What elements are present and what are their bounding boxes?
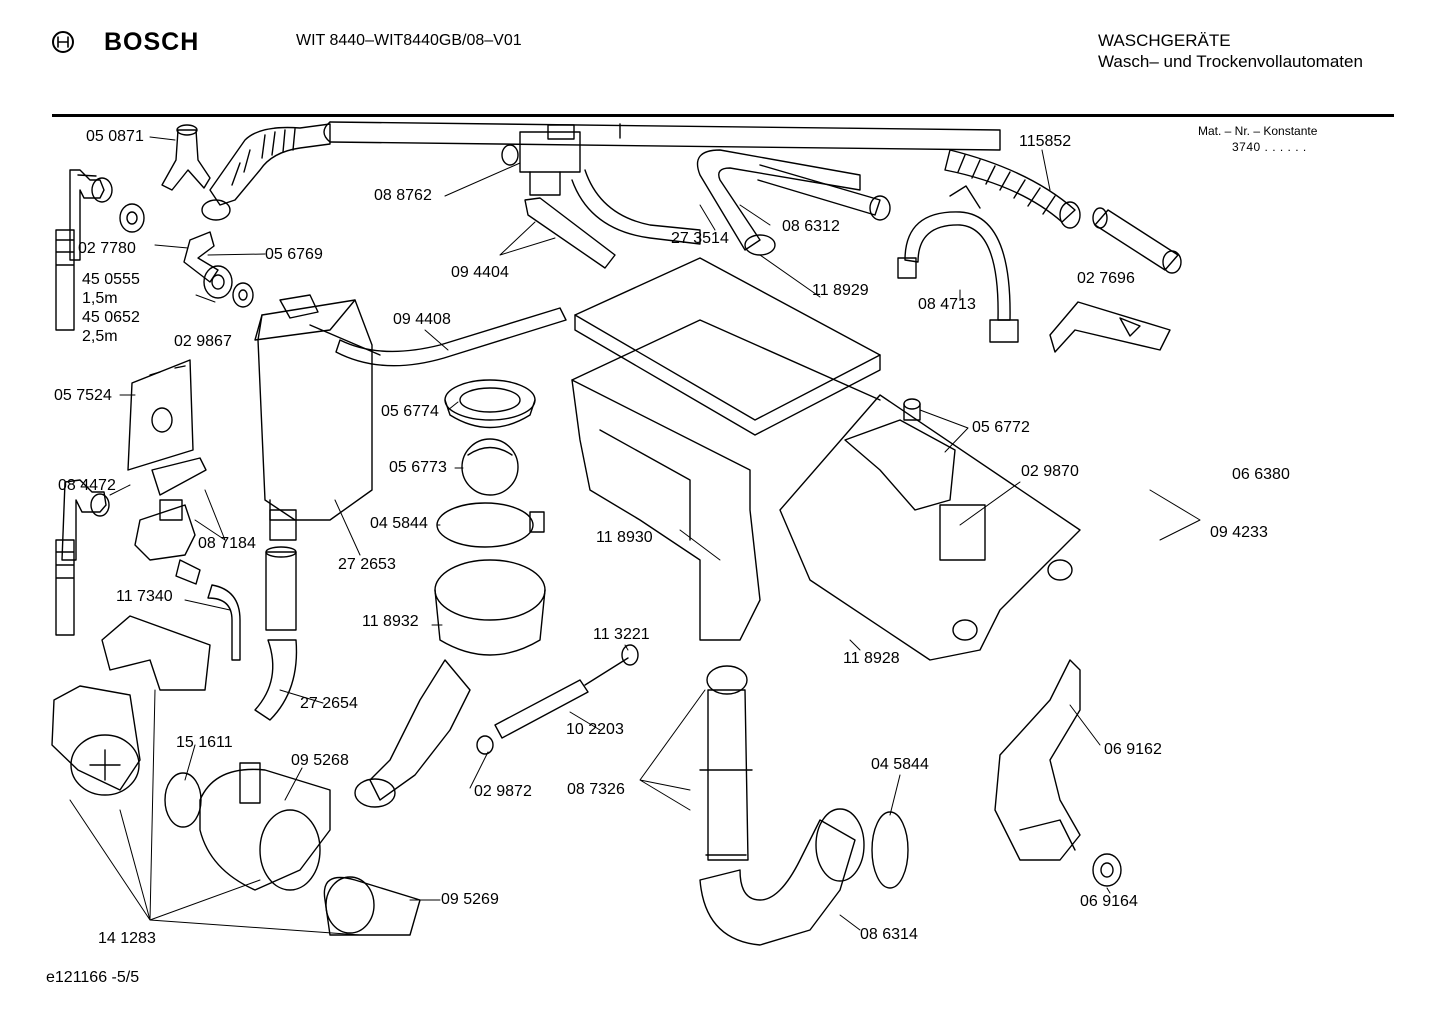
clip-04-5844 xyxy=(436,502,545,548)
mat-nr-label: Mat. – Nr. – Konstante xyxy=(1198,124,1318,138)
part-label: 05 6774 xyxy=(381,403,439,420)
cover-bracket xyxy=(101,615,211,691)
part-label: 06 9162 xyxy=(1104,741,1162,758)
solenoid-valve xyxy=(501,124,581,196)
valve-08-7184 xyxy=(134,457,207,585)
ball-05-6773 xyxy=(461,438,519,496)
drain-pump-motor xyxy=(51,685,141,796)
part-label: 02 7696 xyxy=(1077,270,1135,287)
part-label: 05 6773 xyxy=(389,459,447,476)
brand-name: BOSCH xyxy=(104,28,200,56)
part-label: 09 5268 xyxy=(291,752,349,769)
inlet-hose-lower xyxy=(55,539,75,636)
part-label: 05 7524 xyxy=(54,387,112,404)
bosch-logo-mark xyxy=(57,36,69,48)
hose-clamp xyxy=(897,185,1019,343)
part-label: 11 8930 xyxy=(596,529,653,546)
part-label: 08 7326 xyxy=(567,781,625,798)
part-label: 08 7184 xyxy=(198,535,256,552)
part-label: 27 3514 xyxy=(671,230,729,247)
inlet-elbow-lower xyxy=(61,479,110,561)
part-label: 04 5844 xyxy=(370,515,428,532)
elbow-05-6769 xyxy=(183,231,219,283)
sump-11-8932 xyxy=(354,559,546,808)
seal-15-1611 xyxy=(164,772,202,828)
part-label: 05 6769 xyxy=(265,246,323,263)
hose-09-4408 xyxy=(335,307,567,367)
part-label: 11 8929 xyxy=(812,282,869,299)
hose-27-3514-08-6312 xyxy=(696,149,891,256)
bosch-logo-icon xyxy=(52,31,74,53)
bracket-right xyxy=(1049,301,1171,353)
part-label: 14 1283 xyxy=(98,930,156,947)
plug-06-9164 xyxy=(1092,853,1122,887)
detergent-tank xyxy=(254,294,381,541)
hose-08-6314 xyxy=(699,808,865,946)
part-label: 08 6314 xyxy=(860,926,918,943)
inlet-elbow-left xyxy=(69,169,113,261)
part-label: 02 9870 xyxy=(1021,463,1079,480)
mat-nr-value: 3740 . . . . . . xyxy=(1232,140,1307,154)
part-label: 02 9867 xyxy=(174,333,232,350)
washer-02-7780 xyxy=(119,203,145,233)
part-label: 27 2653 xyxy=(338,556,396,573)
part-label: 10 2203 xyxy=(566,721,624,738)
part-label: 09 5269 xyxy=(441,891,499,908)
filter-09-5269 xyxy=(323,876,421,936)
part-label: 05 0871 xyxy=(86,128,144,145)
mounting-plate xyxy=(127,359,194,471)
part-label: 06 9164 xyxy=(1080,893,1138,910)
inlet-hose-left xyxy=(55,229,75,331)
category-subtitle: Wasch– und Trockenvollautomaten xyxy=(1098,52,1363,71)
drawing-reference: e121166 -5/5 xyxy=(46,969,140,986)
inlet-hose-top xyxy=(323,121,1001,151)
part-label: 08 6312 xyxy=(782,218,840,235)
part-label: 05 6772 xyxy=(972,419,1030,436)
corrugated-hose-left xyxy=(201,123,331,221)
ring-04-5844-lower xyxy=(871,811,909,889)
part-label: 115852 xyxy=(1019,133,1072,150)
part-label: 06 6380 xyxy=(1232,466,1290,483)
part-label: 04 5844 xyxy=(871,756,929,773)
header-divider xyxy=(52,114,1394,117)
part-label: 11 8928 xyxy=(843,650,900,667)
part-label: 09 4404 xyxy=(451,264,509,281)
part-label: 1,5m xyxy=(82,290,118,307)
hose-connector-02-7696 xyxy=(1092,207,1182,274)
seals-05-6774 xyxy=(444,379,536,429)
bracket-06-9162 xyxy=(994,659,1081,861)
category-title: WASCHGERÄTE xyxy=(1098,31,1231,50)
hose-11-7340 xyxy=(207,584,241,661)
detergent-box-body xyxy=(571,319,881,641)
detergent-box-lid xyxy=(574,257,881,436)
part-label: 27 2654 xyxy=(300,695,358,712)
part-label: 45 0555 xyxy=(82,271,140,288)
part-label: 08 4472 xyxy=(58,477,116,494)
part-label: 09 4233 xyxy=(1210,524,1268,541)
corrugated-hose-right xyxy=(944,149,1081,229)
part-label: 11 8932 xyxy=(362,613,419,630)
part-label: 09 4408 xyxy=(393,311,451,328)
tube-27-2654 xyxy=(254,546,298,721)
hose-09-4404 xyxy=(524,169,701,269)
part-label: 08 8762 xyxy=(374,187,432,204)
part-label: 08 4713 xyxy=(918,296,976,313)
part-label: 2,5m xyxy=(82,328,118,345)
model-number: WIT 8440–WIT8440GB/08–V01 xyxy=(296,32,522,49)
leader-lines xyxy=(69,136,1201,936)
part-label: 11 3221 xyxy=(593,626,650,643)
washers-02-9867 xyxy=(203,265,254,308)
part-label: 11 7340 xyxy=(116,588,173,605)
part-label: 02 7780 xyxy=(78,240,136,257)
part-label: 02 9872 xyxy=(474,783,532,800)
rod-10-2203 xyxy=(476,644,639,755)
part-label: 15 1611 xyxy=(176,734,233,751)
part-label: 45 0652 xyxy=(82,309,140,326)
y-connector xyxy=(161,124,211,191)
cap-05-6772 xyxy=(903,398,921,421)
hose-08-7326 xyxy=(699,665,753,861)
detergent-drawer xyxy=(779,394,1081,661)
pump-housing xyxy=(199,762,331,891)
